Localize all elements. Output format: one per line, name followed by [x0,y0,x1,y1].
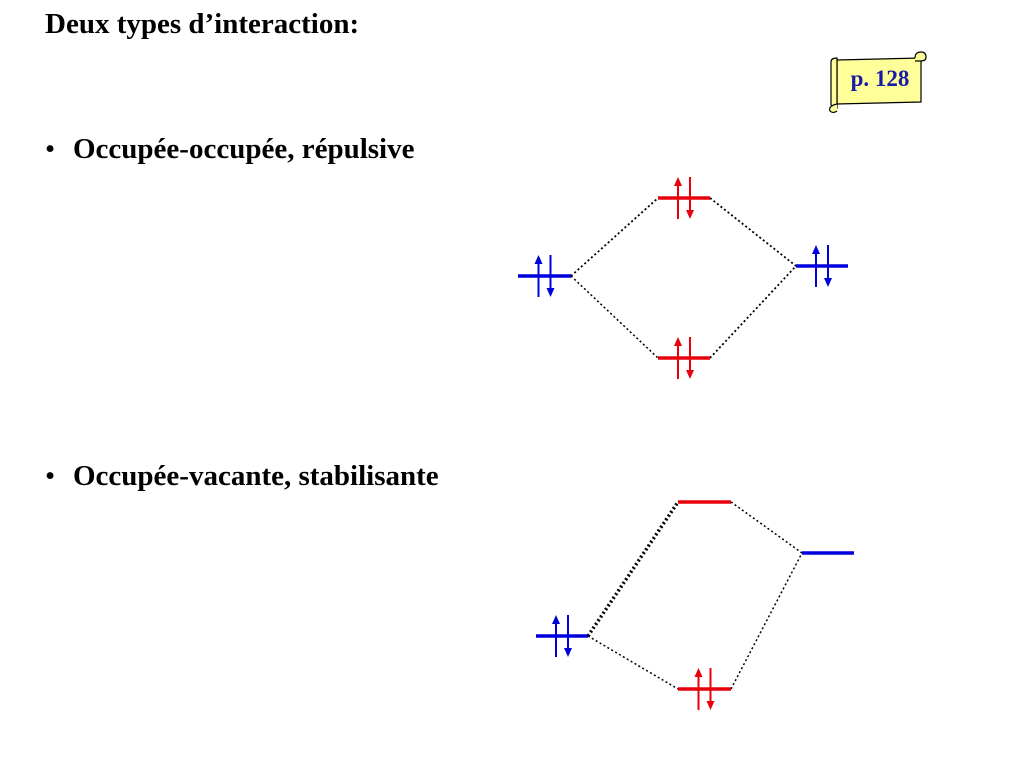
page-reference-text: p. 128 [850,66,910,91]
correlation-line-0 [570,197,659,277]
correlation-line-2 [587,635,679,690]
bullet-dot: • [45,133,56,165]
correlation-line-3 [730,552,803,690]
arrow-up-icon [552,615,560,624]
arrow-up-icon [534,255,543,264]
arrow-down-icon [706,701,715,710]
diagram-repulsive [518,177,848,379]
correlation-line-2 [570,275,659,359]
bullet-label-stabilizing: Occupée-vacante, stabilisante [73,460,439,492]
correlation-line-3 [709,265,797,359]
arrow-up-icon [674,177,682,186]
bullet-stabilizing: • Occupée-vacante, stabilisante [45,460,439,493]
bullet-label-repulsive: Occupée-occupée, répulsive [73,133,415,165]
bullet-dot: • [45,460,56,492]
bullet-repulsive: • Occupée-occupée, répulsive [45,133,414,166]
arrow-down-icon [564,648,572,657]
arrow-up-icon [812,245,820,254]
diagram-stabilizing [536,500,854,710]
page-reference-badge: p. 128 [825,50,929,114]
arrow-up-icon [674,337,682,346]
scroll-shape-icon [829,51,927,114]
correlation-line-0 [586,501,680,637]
arrow-down-icon [686,210,694,219]
arrow-down-icon [686,370,694,379]
arrow-up-icon [694,668,703,677]
arrow-down-icon [824,278,832,287]
correlation-line-1 [730,501,803,554]
correlation-line-1 [709,197,797,267]
arrow-down-icon [546,288,555,297]
slide-title: Deux types d’interaction: [45,8,360,40]
